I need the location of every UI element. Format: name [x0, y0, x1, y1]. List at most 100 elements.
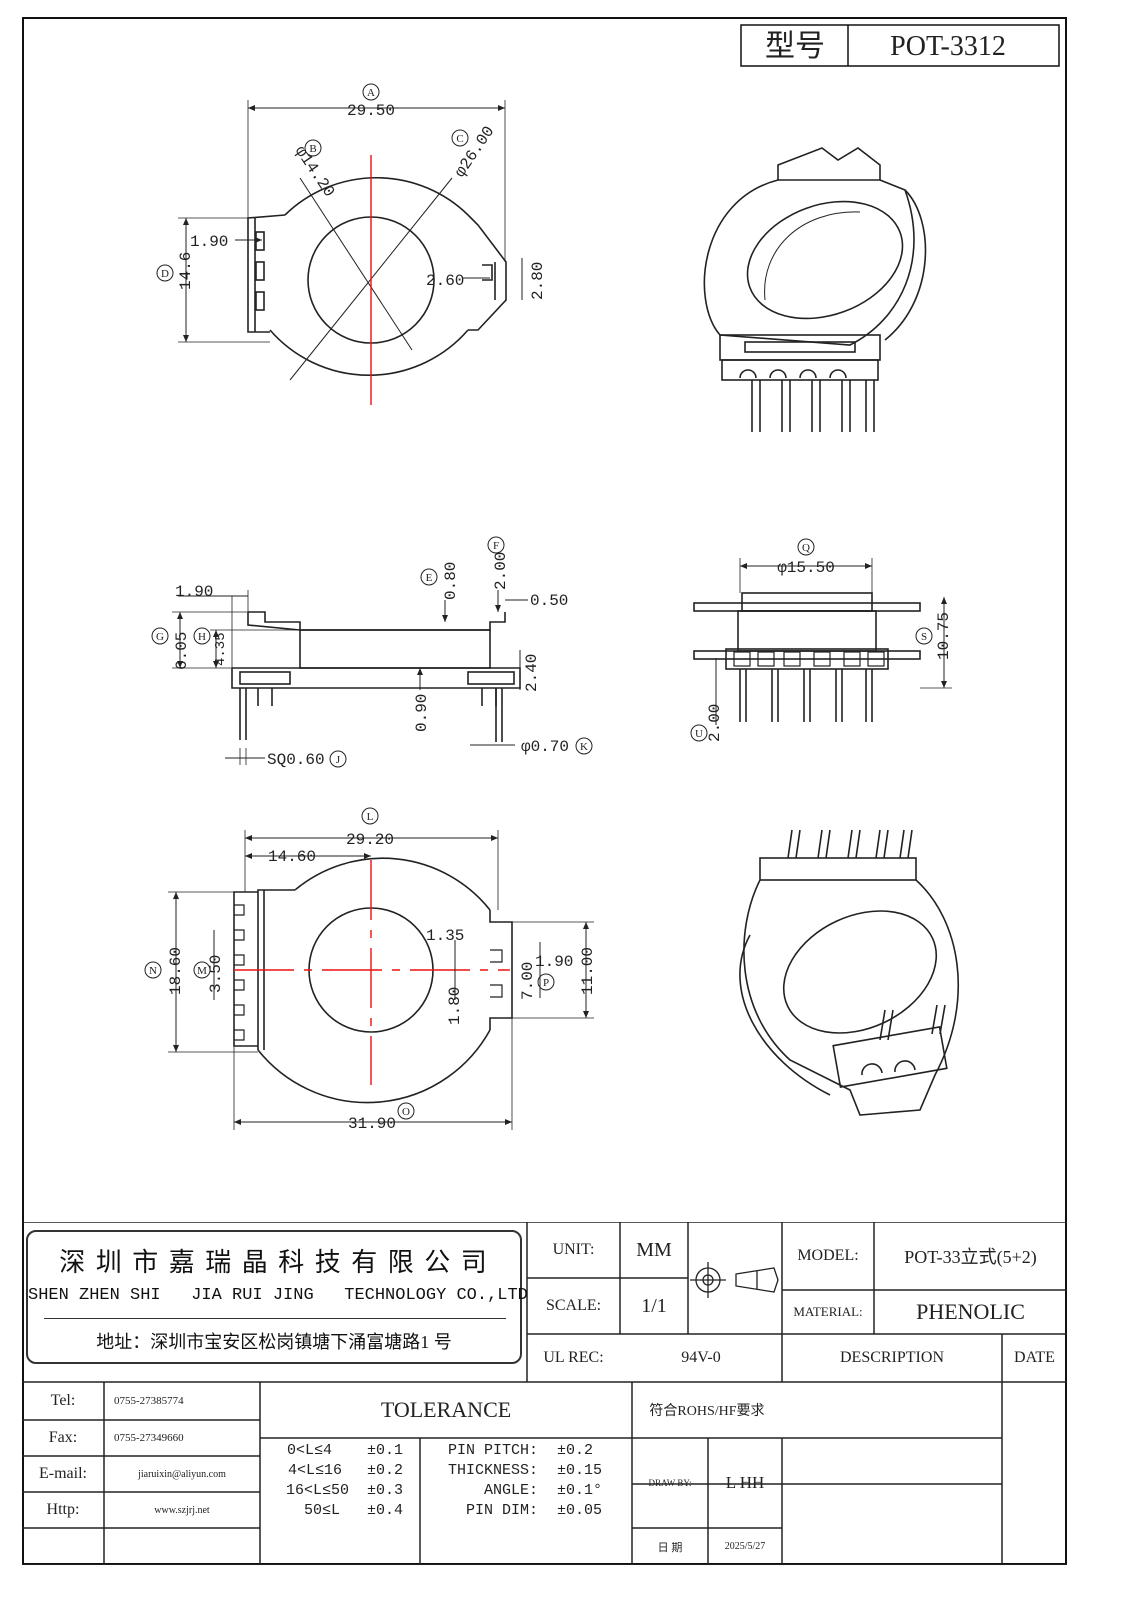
dim-l: 29.20: [346, 831, 394, 849]
unit-value: MM: [636, 1238, 672, 1261]
dim-h: 4.35: [213, 632, 229, 666]
tol-value-1: ±0.2: [367, 1462, 404, 1479]
tol-name-2: ANGLE:: [483, 1482, 538, 1499]
draw-by-label: DRAW BY:: [648, 1478, 692, 1488]
marker-b: B: [309, 143, 316, 155]
tol-value-3: ±0.4: [367, 1502, 404, 1519]
company-info-box: 深 圳 市 嘉 瑞 晶 科 技 有 限 公 司 SHEN ZHEN SHI JI…: [26, 1230, 528, 1364]
dim-090: 0.90: [413, 694, 431, 732]
ul-value: 94V-0: [681, 1349, 721, 1366]
dim-280: 2.80: [529, 262, 547, 300]
title-block: 深 圳 市 嘉 瑞 晶 科 技 有 限 公 司 SHEN ZHEN SHI JI…: [22, 1222, 1067, 1565]
isometric-view-top: [703, 147, 927, 432]
marker-h: H: [198, 631, 206, 643]
marker-j: J: [336, 754, 341, 766]
front-view-labels: Q φ15.50 S 10.75 U 2.00: [690, 538, 953, 742]
dim-190-top: 1.90: [190, 233, 228, 251]
dim-k: φ0.70: [521, 738, 569, 756]
front-view: [693, 558, 952, 725]
dim-260: 2.60: [426, 272, 464, 290]
ul-label: UL REC:: [543, 1349, 604, 1366]
tol-value-2: ±0.3: [367, 1482, 404, 1499]
material-label: MATERIAL:: [793, 1304, 863, 1319]
marker-g: G: [156, 631, 164, 643]
date-value: 2025/5/27: [724, 1541, 766, 1552]
dim-d: 14.6: [177, 252, 195, 290]
dim-g: 6.05: [173, 632, 191, 670]
dim-u: 2.00: [706, 704, 724, 742]
model-box: 型号 POT-3312: [740, 24, 1060, 67]
marker-o: O: [402, 1106, 410, 1118]
projection-symbol-icon: [690, 1262, 779, 1298]
model-spec-label: MODEL:: [797, 1247, 859, 1264]
marker-c: C: [456, 133, 463, 145]
company-name-en: SHEN ZHEN SHI JIA RUI JING TECHNOLOGY CO…: [28, 1286, 528, 1305]
side-view: [172, 590, 528, 765]
tol-name-1: THICKNESS:: [447, 1462, 538, 1479]
dim-1460: 14.60: [268, 848, 316, 866]
tol-name-3: PIN DIM:: [465, 1502, 538, 1519]
top-view: [178, 100, 523, 405]
tel-label: Tel:: [50, 1392, 76, 1409]
isometric-view-bottom: [739, 829, 959, 1116]
dim-j: SQ0.60: [267, 751, 325, 769]
http-label: Http:: [46, 1501, 80, 1518]
marker-u: U: [695, 728, 703, 740]
date-header: DATE: [1014, 1349, 1055, 1366]
company-name-cn: 深 圳 市 嘉 瑞 晶 科 技 有 限 公 司: [59, 1248, 489, 1277]
drawing-frame: [22, 17, 1067, 1565]
model-value: POT-3312: [890, 31, 1006, 62]
company-address: 地址：深圳市宝安区松岗镇塘下涌富塘路1 号: [96, 1332, 452, 1352]
marker-a: A: [367, 87, 375, 99]
model-spec-value: POT-33立式(5+2): [904, 1247, 1037, 1267]
dim-c: φ26.00: [451, 123, 498, 181]
scale-value: 1/1: [641, 1294, 667, 1317]
rohs-note: 符合ROHS/HF要求: [649, 1404, 765, 1419]
dim-050: 0.50: [530, 592, 568, 610]
tol-range-0: 0<L≤4: [286, 1442, 332, 1459]
dim-m: 3.50: [207, 955, 225, 993]
dim-e: 0.80: [442, 562, 460, 600]
dim-240: 2.40: [523, 654, 541, 692]
tol-spec-0: ±0.2: [557, 1442, 594, 1459]
fax-label: Fax:: [48, 1429, 78, 1446]
marker-e: E: [426, 572, 433, 584]
technical-drawing: 型号 POT-3312 A 29.: [144, 24, 1060, 1133]
tel-value: 0755-27385774: [114, 1395, 184, 1407]
dim-f: 2.00: [492, 552, 510, 590]
marker-n: N: [149, 965, 157, 977]
marker-q: Q: [802, 542, 810, 554]
dim-1100: 11.00: [579, 947, 597, 995]
tol-range-2: 16<L≤50: [285, 1482, 349, 1499]
dim-180: 1.80: [446, 987, 464, 1025]
email-label: E-mail:: [39, 1465, 87, 1482]
marker-m: M: [197, 965, 207, 977]
material-value: PHENOLIC: [916, 1299, 1025, 1324]
dim-a: 29.50: [347, 102, 395, 120]
model-label: 型号: [765, 30, 825, 63]
dim-q: φ15.50: [777, 559, 835, 577]
dim-190-bottom: 1.90: [535, 953, 573, 971]
tol-spec-3: ±0.05: [557, 1502, 603, 1519]
bottom-view-labels: L 29.20 14.60 N 18.60 M 3.50 1.35 1.90 7…: [144, 807, 597, 1133]
email-value[interactable]: jiaruixin@aliyun.com: [138, 1468, 226, 1480]
unit-label: UNIT:: [552, 1241, 595, 1258]
title-block-grid: [22, 1222, 1067, 1565]
dim-s: 10.75: [935, 612, 953, 660]
tol-range-1: 4<L≤16: [287, 1462, 342, 1479]
marker-f: F: [493, 540, 499, 552]
description-label: DESCRIPTION: [839, 1349, 944, 1366]
dim-n: 18.60: [167, 947, 185, 995]
dim-700: 7.00: [519, 962, 537, 1000]
draw-by-value: L HH: [725, 1473, 765, 1492]
marker-s: S: [921, 631, 927, 643]
tol-value-0: ±0.1: [367, 1442, 404, 1459]
bottom-view: [168, 830, 594, 1130]
http-value[interactable]: www.szjrj.net: [154, 1504, 210, 1516]
top-view-labels: A 29.50 φ14.20 B C φ26.00 D 14.6 1.90 2.…: [156, 83, 547, 300]
marker-l: L: [367, 811, 374, 823]
tolerance-title: TOLERANCE: [380, 1397, 512, 1422]
side-view-labels: 1.90 E 0.80 F 2.00 0.50 G 6.05 H 4.35 2.…: [151, 536, 593, 769]
date-label: 日 期: [657, 1541, 683, 1554]
marker-k: K: [580, 741, 588, 753]
